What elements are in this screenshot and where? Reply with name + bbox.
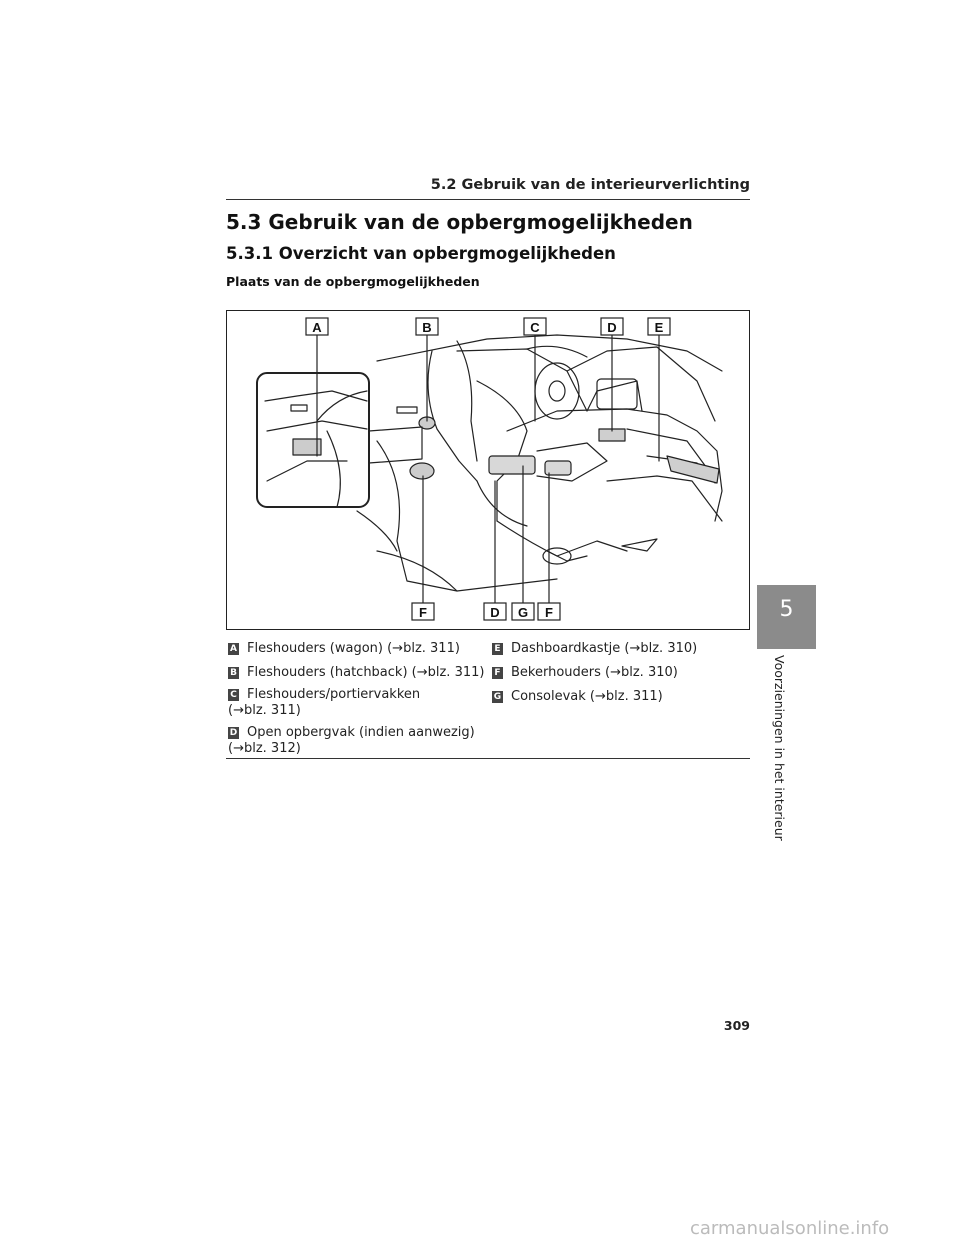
section-header: 5.2 Gebruik van de interieurverlichting — [430, 177, 750, 193]
badge-c: C — [228, 689, 239, 701]
legend-item-f: F Bekerhouders (→blz. 310) — [492, 665, 678, 681]
legend-text: Fleshouders (hatchback) (→blz. 311) — [247, 665, 485, 680]
header-divider — [226, 199, 750, 200]
chapter-label: Voorzieningen in het interieur — [772, 655, 787, 841]
subsection-title: 5.3.1 Overzicht van opbergmogelijkheden — [226, 244, 616, 263]
page-title: 5.3 Gebruik van de opbergmogelijkheden — [226, 210, 693, 234]
callout-f-left: F — [419, 605, 427, 620]
legend-text: Open opbergvak (indien aanwezig) — [247, 725, 475, 740]
badge-e: E — [492, 643, 503, 655]
watermark: carmanualsonline.info — [690, 1218, 890, 1239]
page-number: 309 — [723, 1018, 750, 1033]
legend-text: Bekerhouders (→blz. 310) — [511, 665, 678, 680]
callout-e: E — [655, 320, 664, 335]
legend-item-c: C Fleshouders/portiervakken (→blz. 311) — [228, 687, 420, 719]
badge-f: F — [492, 667, 503, 679]
chapter-number: 5 — [779, 597, 794, 622]
badge-g: G — [492, 691, 503, 703]
legend-item-a: A Fleshouders (wagon) (→blz. 311) — [228, 641, 460, 657]
legend-text: Consolevak (→blz. 311) — [511, 689, 663, 704]
bottom-divider — [226, 758, 750, 759]
callout-a: A — [312, 320, 322, 335]
car-interior-drawing: A B C D E F D G F — [256, 317, 723, 621]
legend-text: Dashboardkastje (→blz. 310) — [511, 641, 698, 656]
badge-b: B — [228, 667, 239, 679]
callout-b: B — [422, 320, 431, 335]
legend-item-b: B Fleshouders (hatchback) (→blz. 311) — [228, 665, 484, 681]
legend-text: Fleshouders/portiervakken — [247, 687, 421, 702]
legend-left: A Fleshouders (wagon) (→blz. 311) B Flesho… — [228, 641, 488, 756]
callout-g: G — [518, 605, 528, 620]
callout-c: C — [530, 320, 540, 335]
legend-text-cont: (→blz. 312) — [228, 741, 301, 756]
badge-d: D — [228, 727, 239, 739]
legend-item-d: D Open opbergvak (indien aanwezig) (→blz.… — [228, 725, 475, 757]
figure-heading: Plaats van de opbergmogelijkheden — [226, 274, 480, 289]
legend-text: Fleshouders (wagon) (→blz. 311) — [247, 641, 460, 656]
legend-item-e: E Dashboardkastje (→blz. 310) — [492, 641, 697, 657]
callout-d-bottom: D — [490, 605, 499, 620]
badge-a: A — [228, 643, 239, 655]
chapter-tab — [757, 585, 816, 649]
callout-d: D — [607, 320, 616, 335]
legend-item-g: G Consolevak (→blz. 311) — [492, 689, 663, 705]
legend-text-cont: (→blz. 311) — [228, 703, 301, 718]
legend-right: E Dashboardkastje (→blz. 310) F Bekerhoude… — [492, 641, 748, 721]
callout-f-right: F — [545, 605, 553, 620]
interior-illustration: A B C D E F D G F — [226, 310, 750, 630]
